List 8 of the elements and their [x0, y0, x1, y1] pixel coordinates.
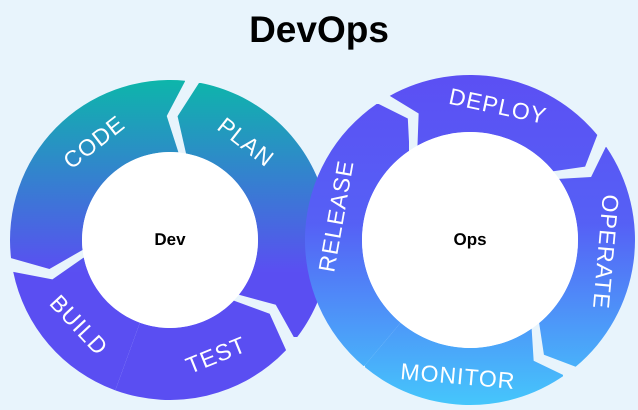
stage-label: TEST — [182, 331, 250, 379]
center-label: Ops — [453, 229, 487, 252]
title: DevOps — [249, 8, 389, 52]
stage-label: OPERATE — [588, 193, 624, 310]
center-label: Dev — [154, 229, 186, 252]
stage-label: MONITOR — [400, 358, 517, 394]
stage-label: RELEASE — [312, 158, 358, 274]
stage-label: DEPLOY — [447, 83, 550, 130]
